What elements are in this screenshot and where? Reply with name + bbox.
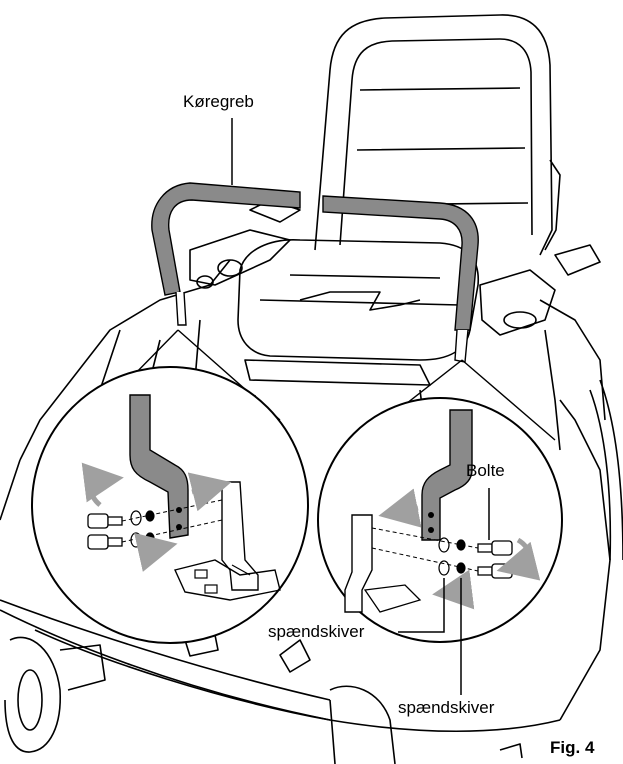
label-handle: Køregreb — [183, 92, 254, 111]
drive-handle-right — [322, 195, 479, 363]
label-bolts: Bolte — [466, 461, 505, 480]
label-washers-2: spændskiver — [398, 698, 495, 717]
label-washers-1: spændskiver — [268, 622, 365, 641]
drive-handle-left — [151, 182, 301, 326]
detail-callout-left — [31, 329, 309, 644]
detail-callout-right — [317, 359, 563, 643]
figure-label: Fig. 4 — [550, 738, 595, 757]
leader-lines — [231, 118, 490, 695]
bolt-icon — [87, 513, 123, 550]
